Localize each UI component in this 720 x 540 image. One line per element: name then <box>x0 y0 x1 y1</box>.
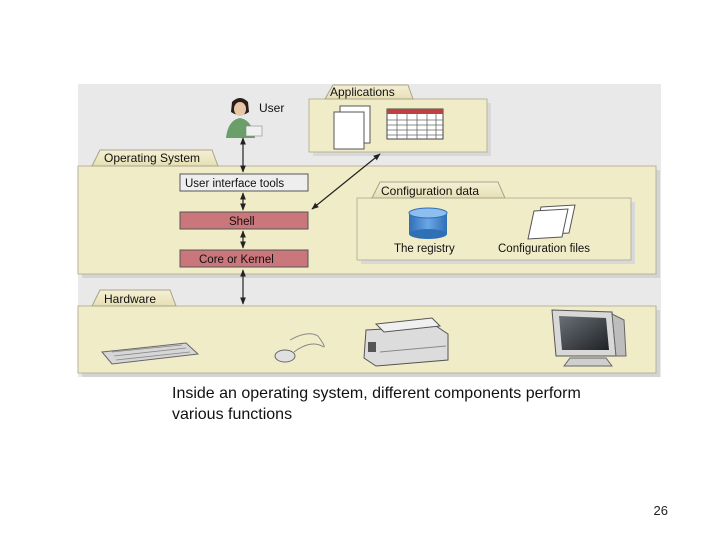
hardware-label: Hardware <box>104 292 156 306</box>
user-label: User <box>259 101 284 115</box>
arrow-applications-to-ui <box>311 153 381 210</box>
applications-label: Applications <box>330 85 395 99</box>
user-person-icon <box>226 98 263 138</box>
registry-database-icon <box>408 207 448 239</box>
shell-label: Shell <box>229 216 255 228</box>
user-interface-tools-box: User interface tools <box>179 173 309 192</box>
configuration-files-label: Configuration files <box>498 243 590 255</box>
configuration-data-label: Configuration data <box>381 184 479 198</box>
core-kernel-label: Core or Kernel <box>199 254 274 266</box>
page-number: 26 <box>653 503 668 518</box>
connector-arrows <box>240 137 381 305</box>
user-interface-tools-label: User interface tools <box>185 178 284 190</box>
shell-box: Shell <box>179 211 309 230</box>
applications-section: Applications <box>308 84 491 156</box>
keyboard-icon <box>101 342 200 365</box>
figure-caption: Inside an operating system, different co… <box>172 385 581 423</box>
mouse-icon <box>274 333 325 363</box>
configuration-files-icon <box>527 204 576 240</box>
document-icon <box>333 105 371 150</box>
spreadsheet-window-icon <box>386 108 444 140</box>
operating-system-label: Operating System <box>104 151 200 165</box>
printer-icon <box>363 317 449 367</box>
core-kernel-box: Core or Kernel <box>179 249 309 268</box>
monitor-icon <box>551 309 627 367</box>
configuration-data-section: Configuration data <box>356 181 635 264</box>
the-registry-label: The registry <box>394 243 455 255</box>
